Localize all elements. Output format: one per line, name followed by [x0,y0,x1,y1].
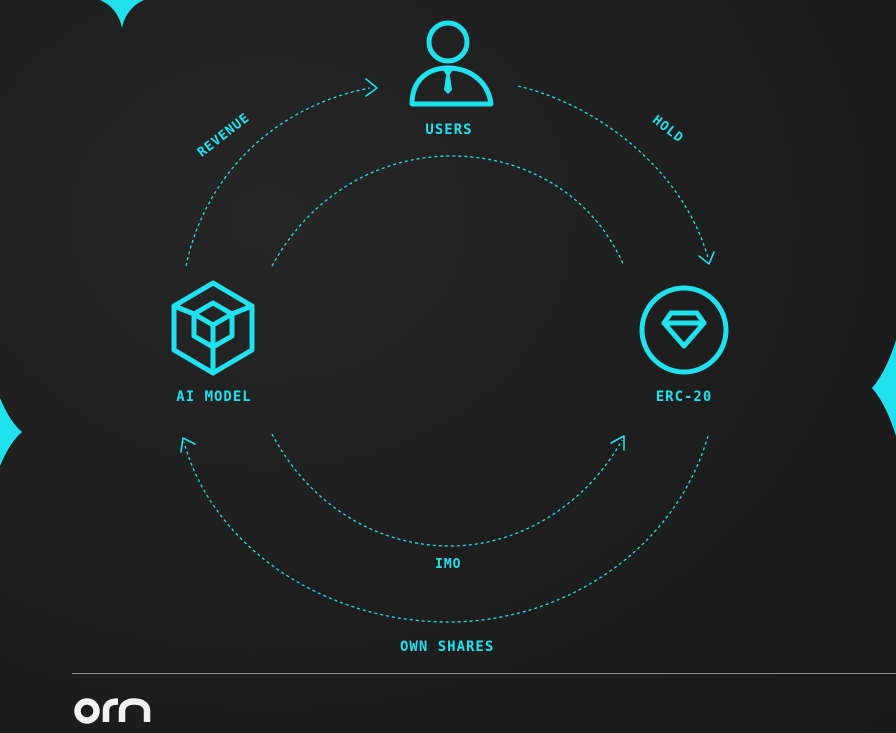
imo-arrowhead [610,435,625,451]
footer-divider [72,673,896,674]
erc20-label: ERC-20 [655,389,713,405]
imo-arc [271,433,623,547]
user-icon [409,20,494,107]
ora-logo [74,698,151,724]
own-shares-arrowhead [180,437,196,453]
ai-model-label: AI MODEL [176,389,252,405]
revenue-arrowhead [365,78,378,97]
hold-arc [517,85,709,259]
corner-decoration-left [0,398,22,466]
own-shares-arc [183,435,709,623]
cube-icon [171,280,255,376]
revenue-arc [185,87,371,267]
own-shares-label: OWN SHARES [400,639,495,655]
users-label: USERS [425,122,473,138]
diamond-icon [639,285,729,375]
inner-top-arc [271,155,625,267]
corner-decoration-top [100,0,144,28]
imo-label: IMO [435,557,462,572]
corner-decoration-right [872,340,896,436]
hold-arrowhead [698,251,715,265]
